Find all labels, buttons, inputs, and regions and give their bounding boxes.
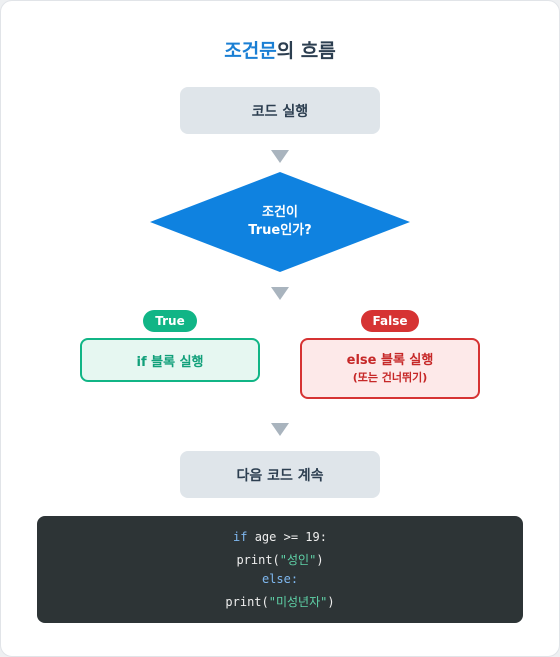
code-string: "성인" [279,553,317,567]
code-string: "미성년자" [268,595,328,609]
start-node-label: 코드 실행 [251,103,309,120]
code-text: ) [316,553,324,567]
false-branch-box: else 블록 실행 (또는 건너뛰기) [300,338,480,399]
title-rest: 의 흐름 [276,40,336,62]
false-branch-label: else 블록 실행 [346,352,434,368]
code-text: print( [236,553,280,567]
decision-line-2: True인가? [248,223,312,238]
arrow-down-icon [271,150,289,163]
false-badge: False [361,310,419,332]
decision-diamond [150,172,410,272]
start-node: 코드 실행 [180,87,380,134]
code-keyword-else: else: [261,572,299,586]
false-branch-note: (또는 건너뛰기) [352,370,428,384]
end-node-label: 다음 코드 계속 [236,467,324,484]
arrow-down-icon [271,423,289,436]
code-line-4: print("미성년자") [37,593,523,610]
true-branch-box: if 블록 실행 [80,338,260,382]
true-badge: True [143,310,197,332]
code-line-1: if age >= 19: [37,530,523,544]
true-branch-label: if 블록 실행 [136,354,204,370]
decision-label: 조건이 True인가? [150,172,410,272]
decision-line-1: 조건이 [262,205,298,220]
false-badge-label: False [372,314,408,328]
code-keyword-if: if [233,530,248,544]
title-highlight: 조건문 [224,40,277,62]
diagram-title: 조건문의 흐름 [0,36,560,63]
code-line-2: print("성인") [37,551,523,568]
true-badge-label: True [155,314,185,328]
decision-shape [150,172,410,272]
code-example: if age >= 19: print("성인") else: print("미… [37,516,523,623]
end-node: 다음 코드 계속 [180,451,380,498]
arrow-down-icon [271,287,289,300]
code-text: age >= 19: [247,530,327,544]
code-text: print( [225,595,269,609]
code-line-3: else: [37,572,523,586]
code-text: ) [327,595,335,609]
